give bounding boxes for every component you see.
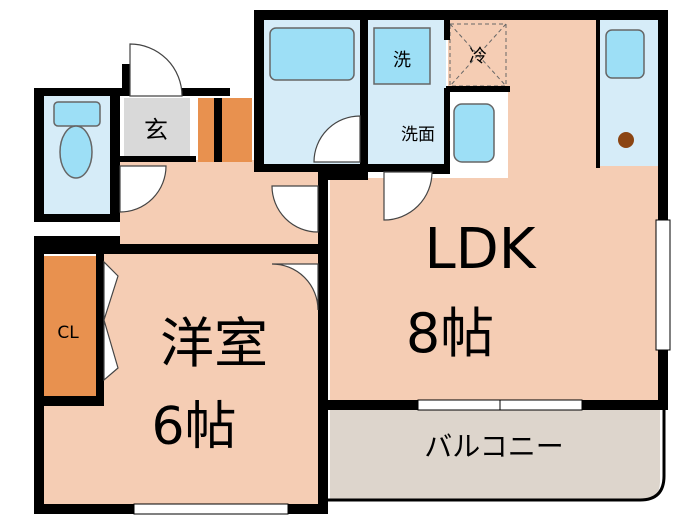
closet-door-lower [103, 319, 119, 382]
balcony-floor [330, 408, 660, 500]
stove-burner [618, 132, 634, 148]
closet-floor [42, 256, 100, 400]
washing-machine-pan [373, 27, 431, 85]
ldk-window-right [655, 219, 671, 351]
fridge-niche-floor [448, 18, 510, 90]
ldk-floor [330, 178, 660, 404]
entrance-floor [124, 98, 190, 158]
western-room-size: 6帖 [151, 397, 236, 457]
toilet-door [119, 165, 167, 213]
washroom-door [383, 171, 433, 221]
fixtures [53, 23, 645, 179]
closet-door-upper [103, 260, 119, 321]
fridge-label: 冷 [469, 46, 487, 67]
washbasin [453, 103, 495, 163]
western-room-name: 洋室 [160, 312, 268, 375]
laundry-label: 洗 [393, 50, 411, 71]
kitchen-sink [605, 29, 645, 79]
entrance-label: 玄 [144, 116, 168, 144]
bathtub [269, 27, 355, 81]
bathroom-door [313, 115, 361, 163]
western-room-floor [100, 252, 326, 504]
toilet-gap [34, 222, 120, 236]
corridor-door [271, 185, 319, 233]
western-window-bottom [133, 503, 289, 515]
doors [103, 43, 433, 382]
shoe-cabinet [198, 98, 252, 162]
western-room-door [271, 263, 319, 311]
windows [34, 219, 671, 515]
western-room-floor-lower [42, 400, 112, 504]
closet-label: CL [57, 323, 79, 343]
ldk-name: LDK [424, 217, 536, 282]
shoe-cabinet-divider [214, 98, 222, 162]
front-door [129, 43, 183, 97]
washroom-label: 洗面 [401, 125, 435, 145]
fridge-space [449, 23, 507, 87]
toilet-bowl [59, 125, 93, 179]
balcony-label: バルコニー [424, 430, 563, 463]
toilet-tank [53, 101, 101, 127]
ldk-size: 8帖 [406, 302, 494, 365]
